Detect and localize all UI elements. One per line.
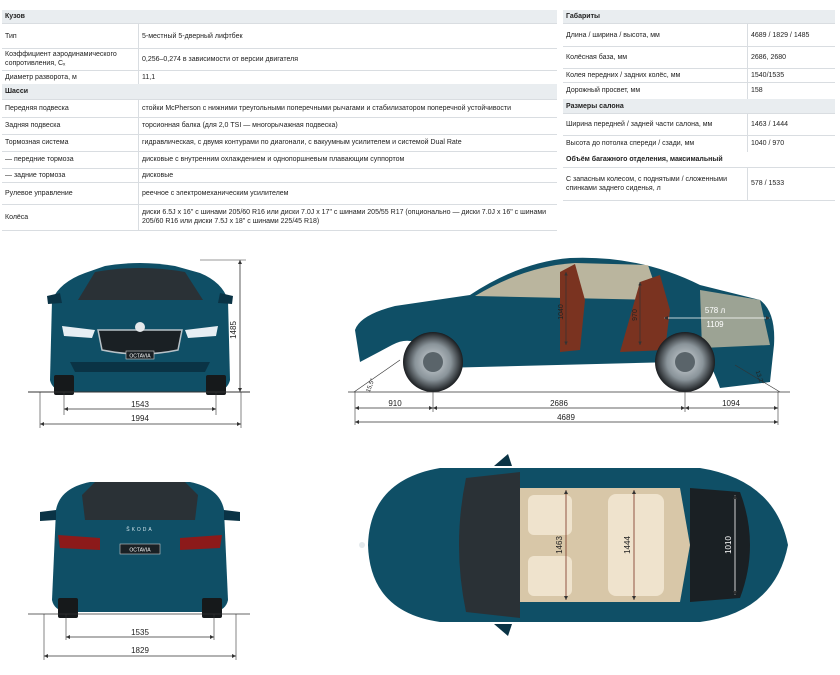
section-title: Габариты [566,13,600,20]
row-label: Рулевое управление [5,189,73,197]
side-view: 1040 970 578 л 1109 15,5° 13,2° 910 2686… [348,257,790,425]
trunk-volume-label: 578 л [705,306,726,315]
front-badge: OCTAVIA [129,354,151,360]
row-value: 4689 / 1829 / 1485 [751,31,810,39]
front-overhang-label: 910 [388,399,402,408]
table-row: Коэффициент аэродинамического сопротивле… [2,48,557,71]
table-row: Колёса диски 6.5J x 16" с шинами 205/60 … [2,204,557,231]
row-value: реечное с электромеханическим усилителем [142,189,289,197]
row-label: Тормозная система [5,139,69,146]
rear-cabin-width-label: 1444 [623,536,632,554]
row-value: 578 / 1533 [751,180,785,187]
row-label: Высота до потолка спереди / сзади, мм [566,140,695,147]
row-label: Дорожный просвет, мм [566,87,641,94]
left-spec-table: Кузов Тип 5-местный 5-дверный лифтбек Ко… [2,10,557,231]
front-height-label: 1485 [229,321,238,339]
rear-overhang-label: 1094 [722,399,740,408]
row-value: 2686, 2680 [751,53,787,61]
departure-angle-label: 13,2° [754,370,765,386]
section-title: Кузов [5,13,25,20]
section-title: Размеры салона [566,102,624,110]
table-row: Колея передних / задних колёс, мм 1540/1… [563,68,835,83]
front-windshield [78,268,203,300]
row-label: С запасным колесом, с поднятыми / сложен… [566,175,728,192]
row-label: Ширина передней / задней части салона, м… [566,120,713,128]
row-label: Задняя подвеска [5,122,61,129]
row-label: Колея передних / задних колёс, мм [566,71,681,79]
row-value: диски 6.5J x 16" с шинами 205/60 R16 или… [142,209,547,225]
section-shassi: Шасси [2,84,557,100]
length-label: 4689 [557,413,575,422]
rear-view: ŠKODA OCTAVIA 1535 1829 [28,482,250,660]
table-row: С запасным колесом, с поднятыми / сложен… [563,167,835,201]
front-track-label: 1543 [131,400,149,409]
section-salon: Размеры салона [563,99,835,114]
front-view: OCTAVIA 1485 1543 1994 [28,259,250,428]
table-row: Тормозная система гидравлическая, с двум… [2,134,557,152]
row-value: 158 [751,87,763,94]
row-label: Диаметр разворота, м [5,73,77,81]
section-title: Объём багажного отделения, максимальный [566,156,723,163]
top-windshield [459,472,520,618]
table-row: Колёсная база, мм 2686, 2680 [563,46,835,69]
right-spec-table: Габариты Длина / ширина / высота, мм 468… [563,10,835,201]
row-label: Длина / ширина / высота, мм [566,31,660,39]
rear-headroom-label: 970 [632,309,639,321]
row-value: 0,256–0,274 в зависимости от версии двиг… [142,55,299,63]
row-label: Тип [5,32,17,40]
front-headroom-label: 1040 [558,304,565,320]
table-row: Ширина передней / задней части салона, м… [563,113,835,136]
trunk-area [700,290,770,348]
rear-width-label: 1829 [131,646,149,655]
section-gabarity: Габариты [563,10,835,24]
table-row: Длина / ширина / высота, мм 4689 / 1829 … [563,24,835,47]
trunk-width-label: 1010 [724,536,733,554]
rear-track-label: 1535 [131,628,149,637]
row-label: Колёса [5,213,29,221]
front-cabin-width-label: 1463 [555,536,564,554]
row-value: дисковые с внутренним охлаждением и одно… [142,156,405,163]
rear-window [82,482,198,520]
table-row: Рулевое управление реечное с электромеха… [2,182,557,205]
table-row: Тип 5-местный 5-дверный лифтбек [2,24,557,49]
row-value: 1540/1535 [751,71,785,79]
top-view: 1463 1444 1010 [359,454,788,636]
table-row: — передние тормоза дисковые с внутренним… [2,151,557,169]
section-kuzov: Кузов [2,10,557,24]
front-width-label: 1994 [131,414,149,423]
row-label: — задние тормоза [5,171,66,179]
top-trunk [690,488,750,602]
rear-brand: ŠKODA [126,526,154,533]
row-label: Коэффициент аэродинамического сопротивле… [5,51,117,67]
row-value: гидравлическая, с двумя контурами по диа… [142,139,462,146]
row-value: дисковые [142,171,174,179]
row-value: 1463 / 1444 [751,120,788,128]
table-row: Задняя подвеска торсионная балка (для 2,… [2,117,557,135]
row-label: — передние тормоза [5,156,74,163]
table-row: Передняя подвеска стойки McPherson с ниж… [2,99,557,118]
section-title: Шасси [5,88,29,95]
section-bagazh: Объём багажного отделения, максимальный [563,152,835,168]
row-value: 1040 / 970 [751,140,785,147]
row-value: 5-местный 5-дверный лифтбек [142,32,243,40]
rear-badge: OCTAVIA [129,548,151,554]
row-value: 11,1 [142,73,156,81]
row-value: торсионная балка (для 2,0 TSI — многорыч… [142,122,338,129]
approach-angle-label: 15,5° [366,377,377,393]
trunk-length-label: 1109 [706,320,724,329]
row-value: стойки McPherson с нижними треугольными … [142,104,511,112]
table-row: — задние тормоза дисковые [2,168,557,183]
row-label: Передняя подвеска [5,104,69,112]
row-label: Колёсная база, мм [566,53,628,61]
wheelbase-label: 2686 [550,399,568,408]
rear-seat [620,275,670,352]
